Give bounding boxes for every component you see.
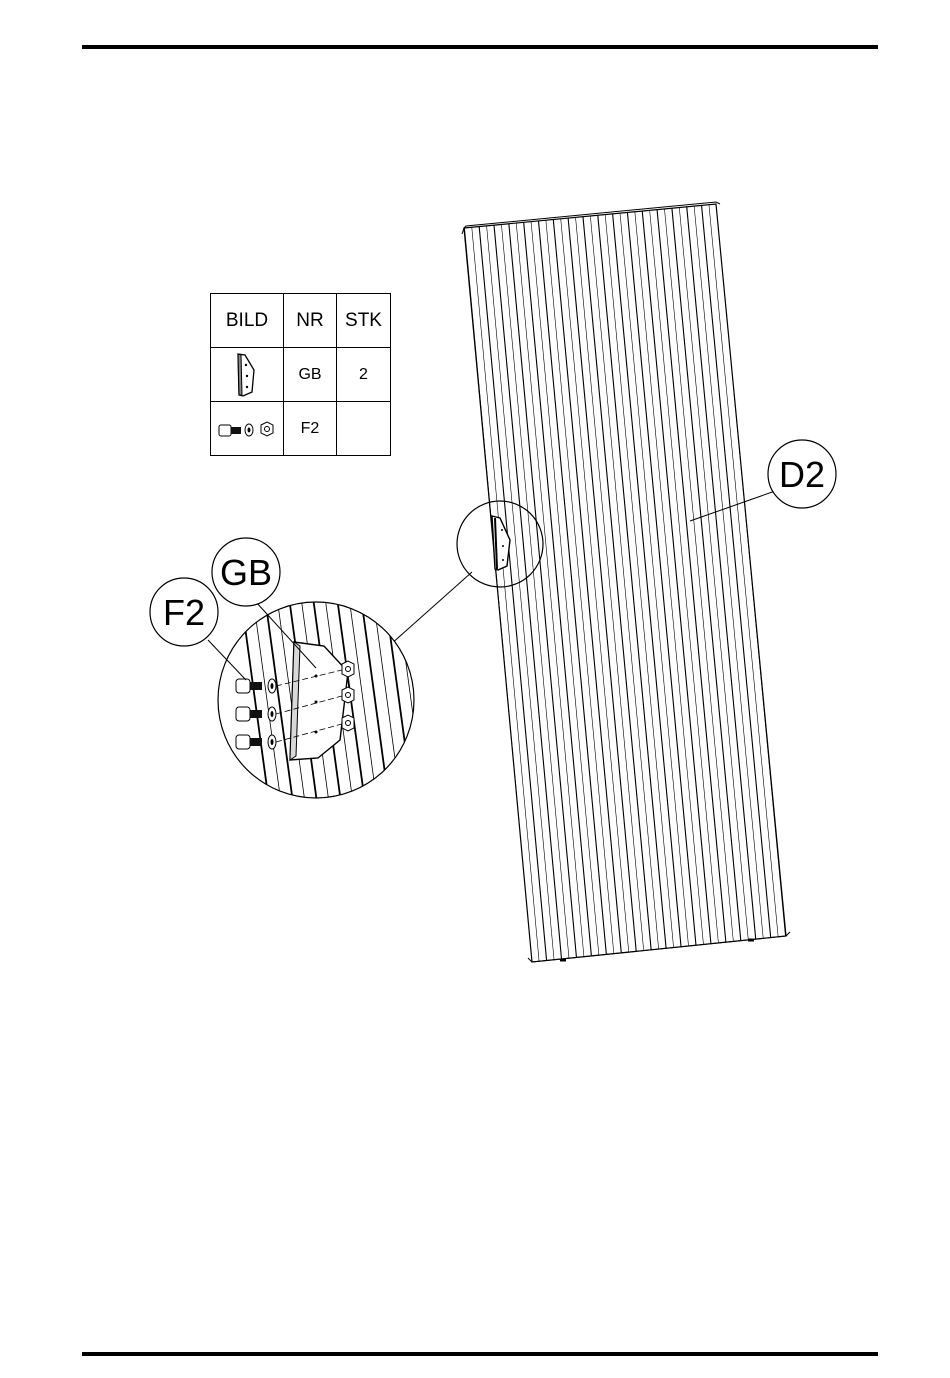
row-f2-nr: F2 [284, 402, 337, 456]
header-nr: NR [284, 294, 337, 348]
row-gb-nr: GB [284, 348, 337, 402]
corner-bracket-icon [211, 348, 284, 402]
rib-line [420, 590, 450, 810]
row-f2-stk [337, 402, 391, 456]
bolt-washer-nut-icon [211, 402, 284, 456]
detail-leader [390, 572, 472, 645]
panel-d2 [462, 200, 790, 966]
callout-d2-label: D2 [779, 454, 825, 495]
callout-f2-label: F2 [163, 592, 205, 633]
parts-table: BILD NR STK GB 2 F2 [210, 293, 391, 456]
table-row: F2 [211, 402, 391, 456]
callout-gb-label: GB [220, 552, 272, 593]
parts-table-header-row: BILD NR STK [211, 294, 391, 348]
header-bild: BILD [211, 294, 284, 348]
table-row: GB 2 [211, 348, 391, 402]
header-stk: STK [337, 294, 391, 348]
row-gb-stk: 2 [337, 348, 391, 402]
